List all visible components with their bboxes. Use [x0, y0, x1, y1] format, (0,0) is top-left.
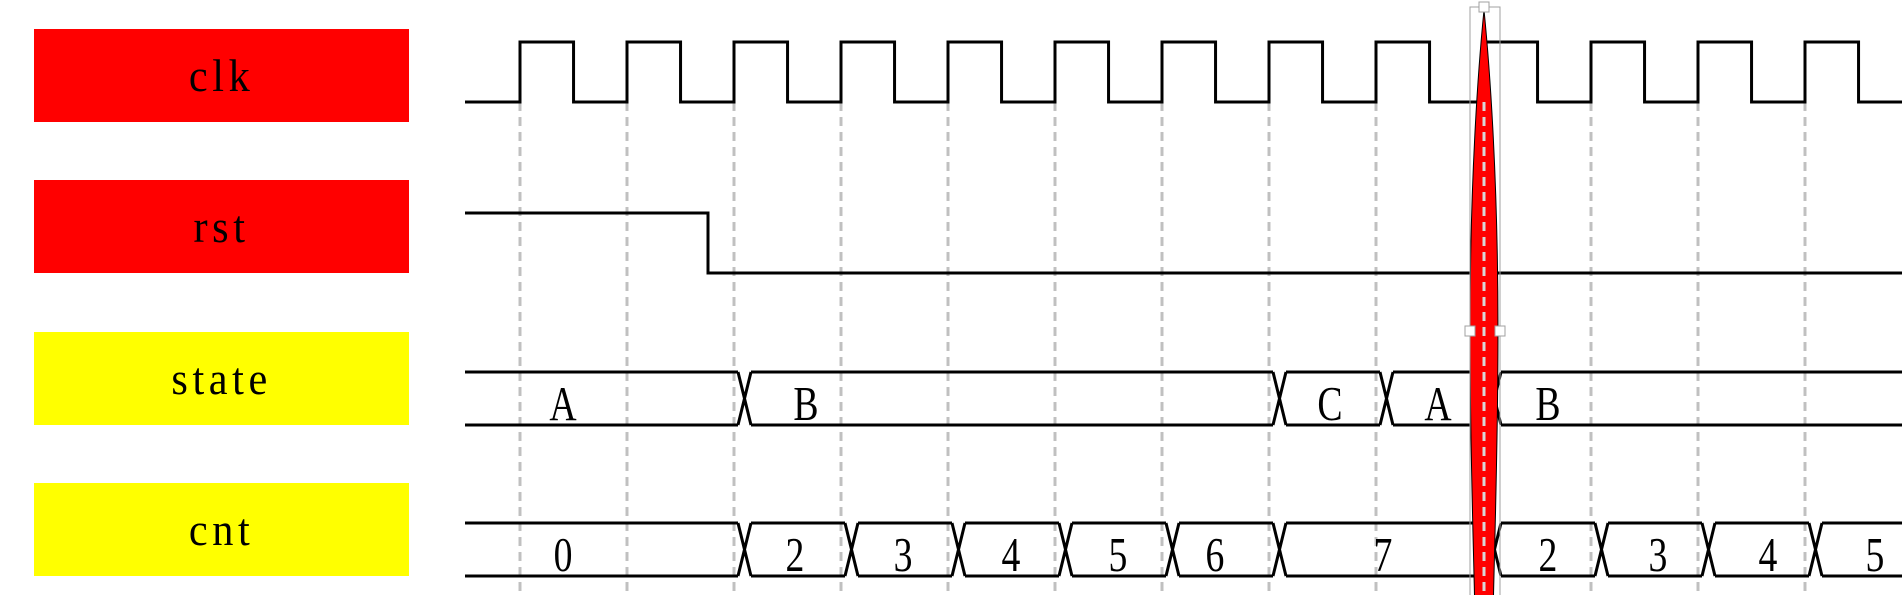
cnt-value: 3 [1649, 529, 1668, 583]
cnt-transition [843, 522, 860, 577]
state-transition [1271, 371, 1288, 426]
signal-label-state[interactable]: state [34, 332, 409, 425]
cnt-value: 0 [554, 529, 573, 583]
trace-cnt: 0 2 3 4 5 6 7 2 3 4 5 [465, 521, 1902, 583]
cnt-transition [1164, 522, 1181, 577]
cnt-transition [1271, 522, 1288, 577]
cnt-value: 3 [894, 529, 913, 583]
signal-traces: A B C A B 0 2 3 4 5 6 7 2 3 4 5 [465, 40, 1902, 583]
cnt-value: 5 [1866, 529, 1885, 583]
cnt-bus-lines [465, 521, 1902, 578]
clk-waveform [465, 40, 1902, 104]
cnt-value: 2 [1539, 529, 1558, 583]
cnt-transition [1593, 522, 1610, 577]
state-transition [1378, 371, 1395, 426]
cnt-value: 2 [786, 529, 805, 583]
signal-label-cnt-text: cnt [188, 503, 255, 555]
trace-clk [465, 40, 1902, 104]
trace-rst [465, 211, 1902, 275]
cnt-value: 6 [1206, 529, 1225, 583]
cnt-transition [950, 522, 967, 577]
red-marker-shape[interactable] [1464, 1, 1506, 595]
state-transition [736, 371, 753, 426]
state-value: A [1424, 378, 1451, 432]
signal-label-rst[interactable]: rst [34, 180, 409, 273]
state-value: C [1317, 378, 1342, 432]
cnt-transition [1700, 522, 1717, 577]
resize-handle-left[interactable] [1464, 325, 1476, 337]
resize-handle-top[interactable] [1478, 1, 1490, 13]
signal-label-rst-text: rst [193, 200, 250, 252]
signal-label-state-text: state [171, 352, 272, 404]
cnt-value: 4 [1759, 529, 1778, 583]
resize-handle-right[interactable] [1494, 325, 1506, 337]
clock-edge-gridlines [518, 102, 1807, 595]
signal-label-clk[interactable]: clk [34, 29, 409, 122]
cnt-transition [1057, 522, 1074, 577]
signal-label-clk-text: clk [188, 49, 255, 101]
state-value: B [1535, 378, 1560, 432]
rst-waveform [465, 211, 1902, 275]
cnt-transition [736, 522, 753, 577]
cnt-value: 4 [1002, 529, 1021, 583]
cnt-value: 7 [1374, 529, 1393, 583]
state-bus-lines [465, 370, 1902, 427]
signal-label-cnt[interactable]: cnt [34, 483, 409, 576]
state-value: B [793, 378, 818, 432]
cnt-value: 5 [1109, 529, 1128, 583]
cnt-transition [1807, 522, 1824, 577]
state-value: A [549, 378, 576, 432]
